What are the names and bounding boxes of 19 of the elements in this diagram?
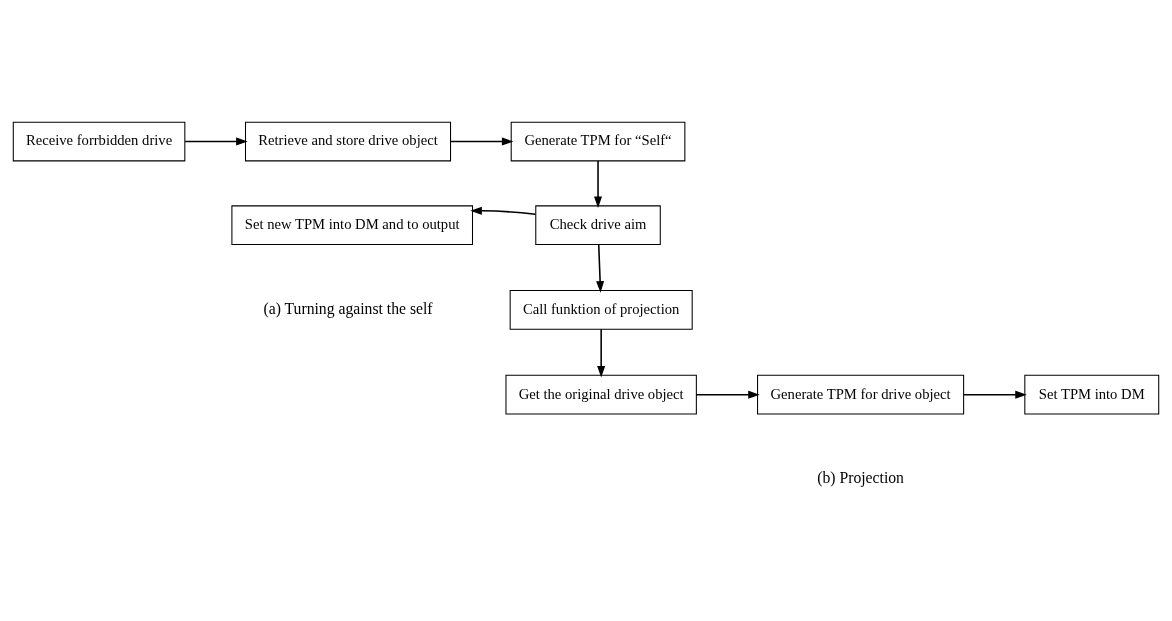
node-box: Call funktion of projection [509,289,693,330]
arrow [963,390,1027,399]
node-box: Receive forrbidden drive [12,121,186,161]
node-box: Check drive aim [535,204,661,245]
arrow [449,137,514,146]
label: (b) Projection [817,468,904,486]
arrow [594,159,603,208]
node-box: Set new TPM into DM and to output [231,204,474,245]
arrow [597,328,606,377]
label: (a) Turning against the self [263,299,433,317]
node-box: Generate TPM for drive object [757,374,965,415]
node-box: Retrieve and store drive object [244,121,452,161]
arrow [184,137,248,146]
arrow [695,390,760,399]
arrow [470,206,537,215]
node-box: Generate TPM for “Self“ [510,121,686,161]
node-box: Get the original drive object [505,374,697,415]
node-box: Set TPM into DM [1024,374,1160,415]
arrow [596,243,605,293]
